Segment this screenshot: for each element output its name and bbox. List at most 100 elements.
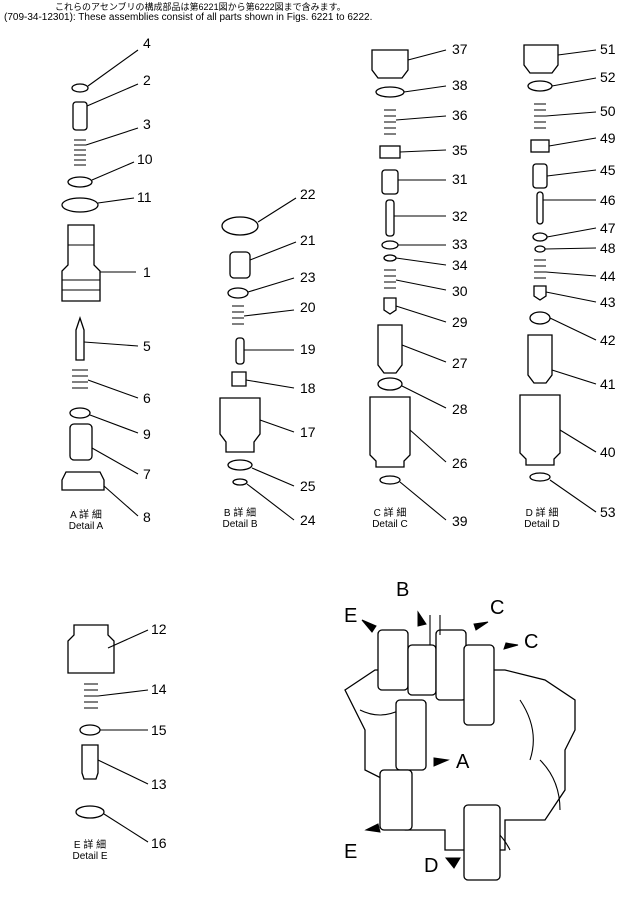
part-11-ring xyxy=(61,197,99,213)
detail-d-en: Detail D xyxy=(524,519,560,530)
part-8-nut xyxy=(61,471,105,491)
part-50-spring xyxy=(534,103,546,129)
callout-28: 28 xyxy=(452,401,468,417)
detail-b-label: B 詳 細 Detail B xyxy=(212,508,268,530)
assembly-label-c1: C xyxy=(490,597,505,619)
callout-49: 49 xyxy=(600,130,616,146)
part-53-ring xyxy=(529,472,551,482)
callout-17: 17 xyxy=(300,424,316,440)
detail-b-en: Detail B xyxy=(222,519,258,530)
part-52-ring xyxy=(527,80,553,92)
callout-26: 26 xyxy=(452,455,468,471)
callout-53: 53 xyxy=(600,504,616,520)
callout-39: 39 xyxy=(452,513,468,529)
detail-d-parts xyxy=(519,44,561,482)
part-2-poppet xyxy=(72,101,88,131)
callout-8: 8 xyxy=(143,509,151,525)
callout-3: 3 xyxy=(143,116,151,132)
assembly-label-a: A xyxy=(456,751,470,773)
assembly-label-d: D xyxy=(424,855,439,877)
part-23-ring xyxy=(227,287,249,299)
part-1-body xyxy=(61,224,101,302)
part-28-ring xyxy=(377,377,403,391)
part-45-piston xyxy=(532,163,548,189)
callout-35: 35 xyxy=(452,142,468,158)
detail-c-parts xyxy=(369,49,411,485)
detail-c-jp: C 詳 細 xyxy=(373,508,407,519)
callout-12: 12 xyxy=(151,621,167,637)
assembly-label-e1: E xyxy=(344,605,358,627)
part-43-poppet xyxy=(533,285,547,301)
callout-51: 51 xyxy=(600,41,616,57)
callout-40: 40 xyxy=(600,444,616,460)
callout-9: 9 xyxy=(143,426,151,442)
part-7-valve xyxy=(69,423,93,461)
callout-33: 33 xyxy=(452,236,468,252)
callout-23: 23 xyxy=(300,269,316,285)
part-29-poppet xyxy=(383,297,397,315)
callout-13: 13 xyxy=(151,776,167,792)
part-44-spring xyxy=(534,259,546,279)
part-19-pin xyxy=(235,337,245,365)
part-17-body xyxy=(219,397,261,453)
callout-16: 16 xyxy=(151,835,167,851)
part-27-spool xyxy=(377,324,403,374)
callout-10: 10 xyxy=(137,151,153,167)
part-46-rod xyxy=(536,191,544,225)
detail-e-jp: E 詳 細 xyxy=(73,840,107,851)
callout-1: 1 xyxy=(143,264,151,280)
callout-37: 37 xyxy=(452,41,468,57)
part-39-ring xyxy=(379,475,401,485)
callout-44: 44 xyxy=(600,268,616,284)
callout-42: 42 xyxy=(600,332,616,348)
part-24-ring xyxy=(232,478,248,486)
callout-29: 29 xyxy=(452,314,468,330)
part-4-oring xyxy=(71,83,89,93)
detail-b-jp: B 詳 細 xyxy=(223,508,257,519)
valve-assembly-view xyxy=(344,610,576,881)
detail-c-en: Detail C xyxy=(372,519,408,530)
part-3-spring xyxy=(74,139,86,166)
part-47-ring xyxy=(532,232,548,242)
part-42-ring xyxy=(529,311,551,325)
callout-20: 20 xyxy=(300,299,316,315)
callout-7: 7 xyxy=(143,466,151,482)
callout-43: 43 xyxy=(600,294,616,310)
callout-46: 46 xyxy=(600,192,616,208)
part-51-plug xyxy=(523,44,559,74)
part-33-ring xyxy=(381,240,399,250)
callout-30: 30 xyxy=(452,283,468,299)
callout-11: 11 xyxy=(137,189,152,205)
callout-47: 47 xyxy=(600,220,616,236)
header-japanese: これらのアセンブリの構成部品は第6221図から第6222図まで含みます。 xyxy=(55,2,346,12)
callout-34: 34 xyxy=(452,257,468,273)
part-14-spring xyxy=(84,683,98,709)
callout-18: 18 xyxy=(300,380,316,396)
part-16-ring xyxy=(75,805,105,819)
part-12-plug xyxy=(67,624,115,674)
part-32-rod xyxy=(385,199,395,237)
callout-2: 2 xyxy=(143,72,151,88)
part-49-seat xyxy=(530,139,550,153)
part-41-spool xyxy=(527,334,553,384)
part-30-spring xyxy=(384,269,396,289)
part-18-plug xyxy=(231,371,247,387)
detail-e-en: Detail E xyxy=(72,851,108,862)
detail-d-label: D 詳 細 Detail D xyxy=(514,508,570,530)
part-22-cap xyxy=(221,216,259,236)
part-34-ring xyxy=(383,254,397,262)
part-15-seat xyxy=(79,724,101,736)
callout-52: 52 xyxy=(600,69,616,85)
part-5-piston xyxy=(75,315,85,361)
detail-e-label: E 詳 細 Detail E xyxy=(62,840,118,862)
callout-14: 14 xyxy=(151,681,167,697)
detail-d-jp: D 詳 細 xyxy=(525,508,559,519)
assembly-label-c2: C xyxy=(524,631,539,653)
detail-a-label: A 詳 細 Detail A xyxy=(58,510,114,532)
header-english: (709-34-12301): These assemblies consist… xyxy=(4,12,373,23)
part-37-plug xyxy=(371,49,409,79)
callout-27: 27 xyxy=(452,355,468,371)
callout-21: 21 xyxy=(300,232,316,248)
